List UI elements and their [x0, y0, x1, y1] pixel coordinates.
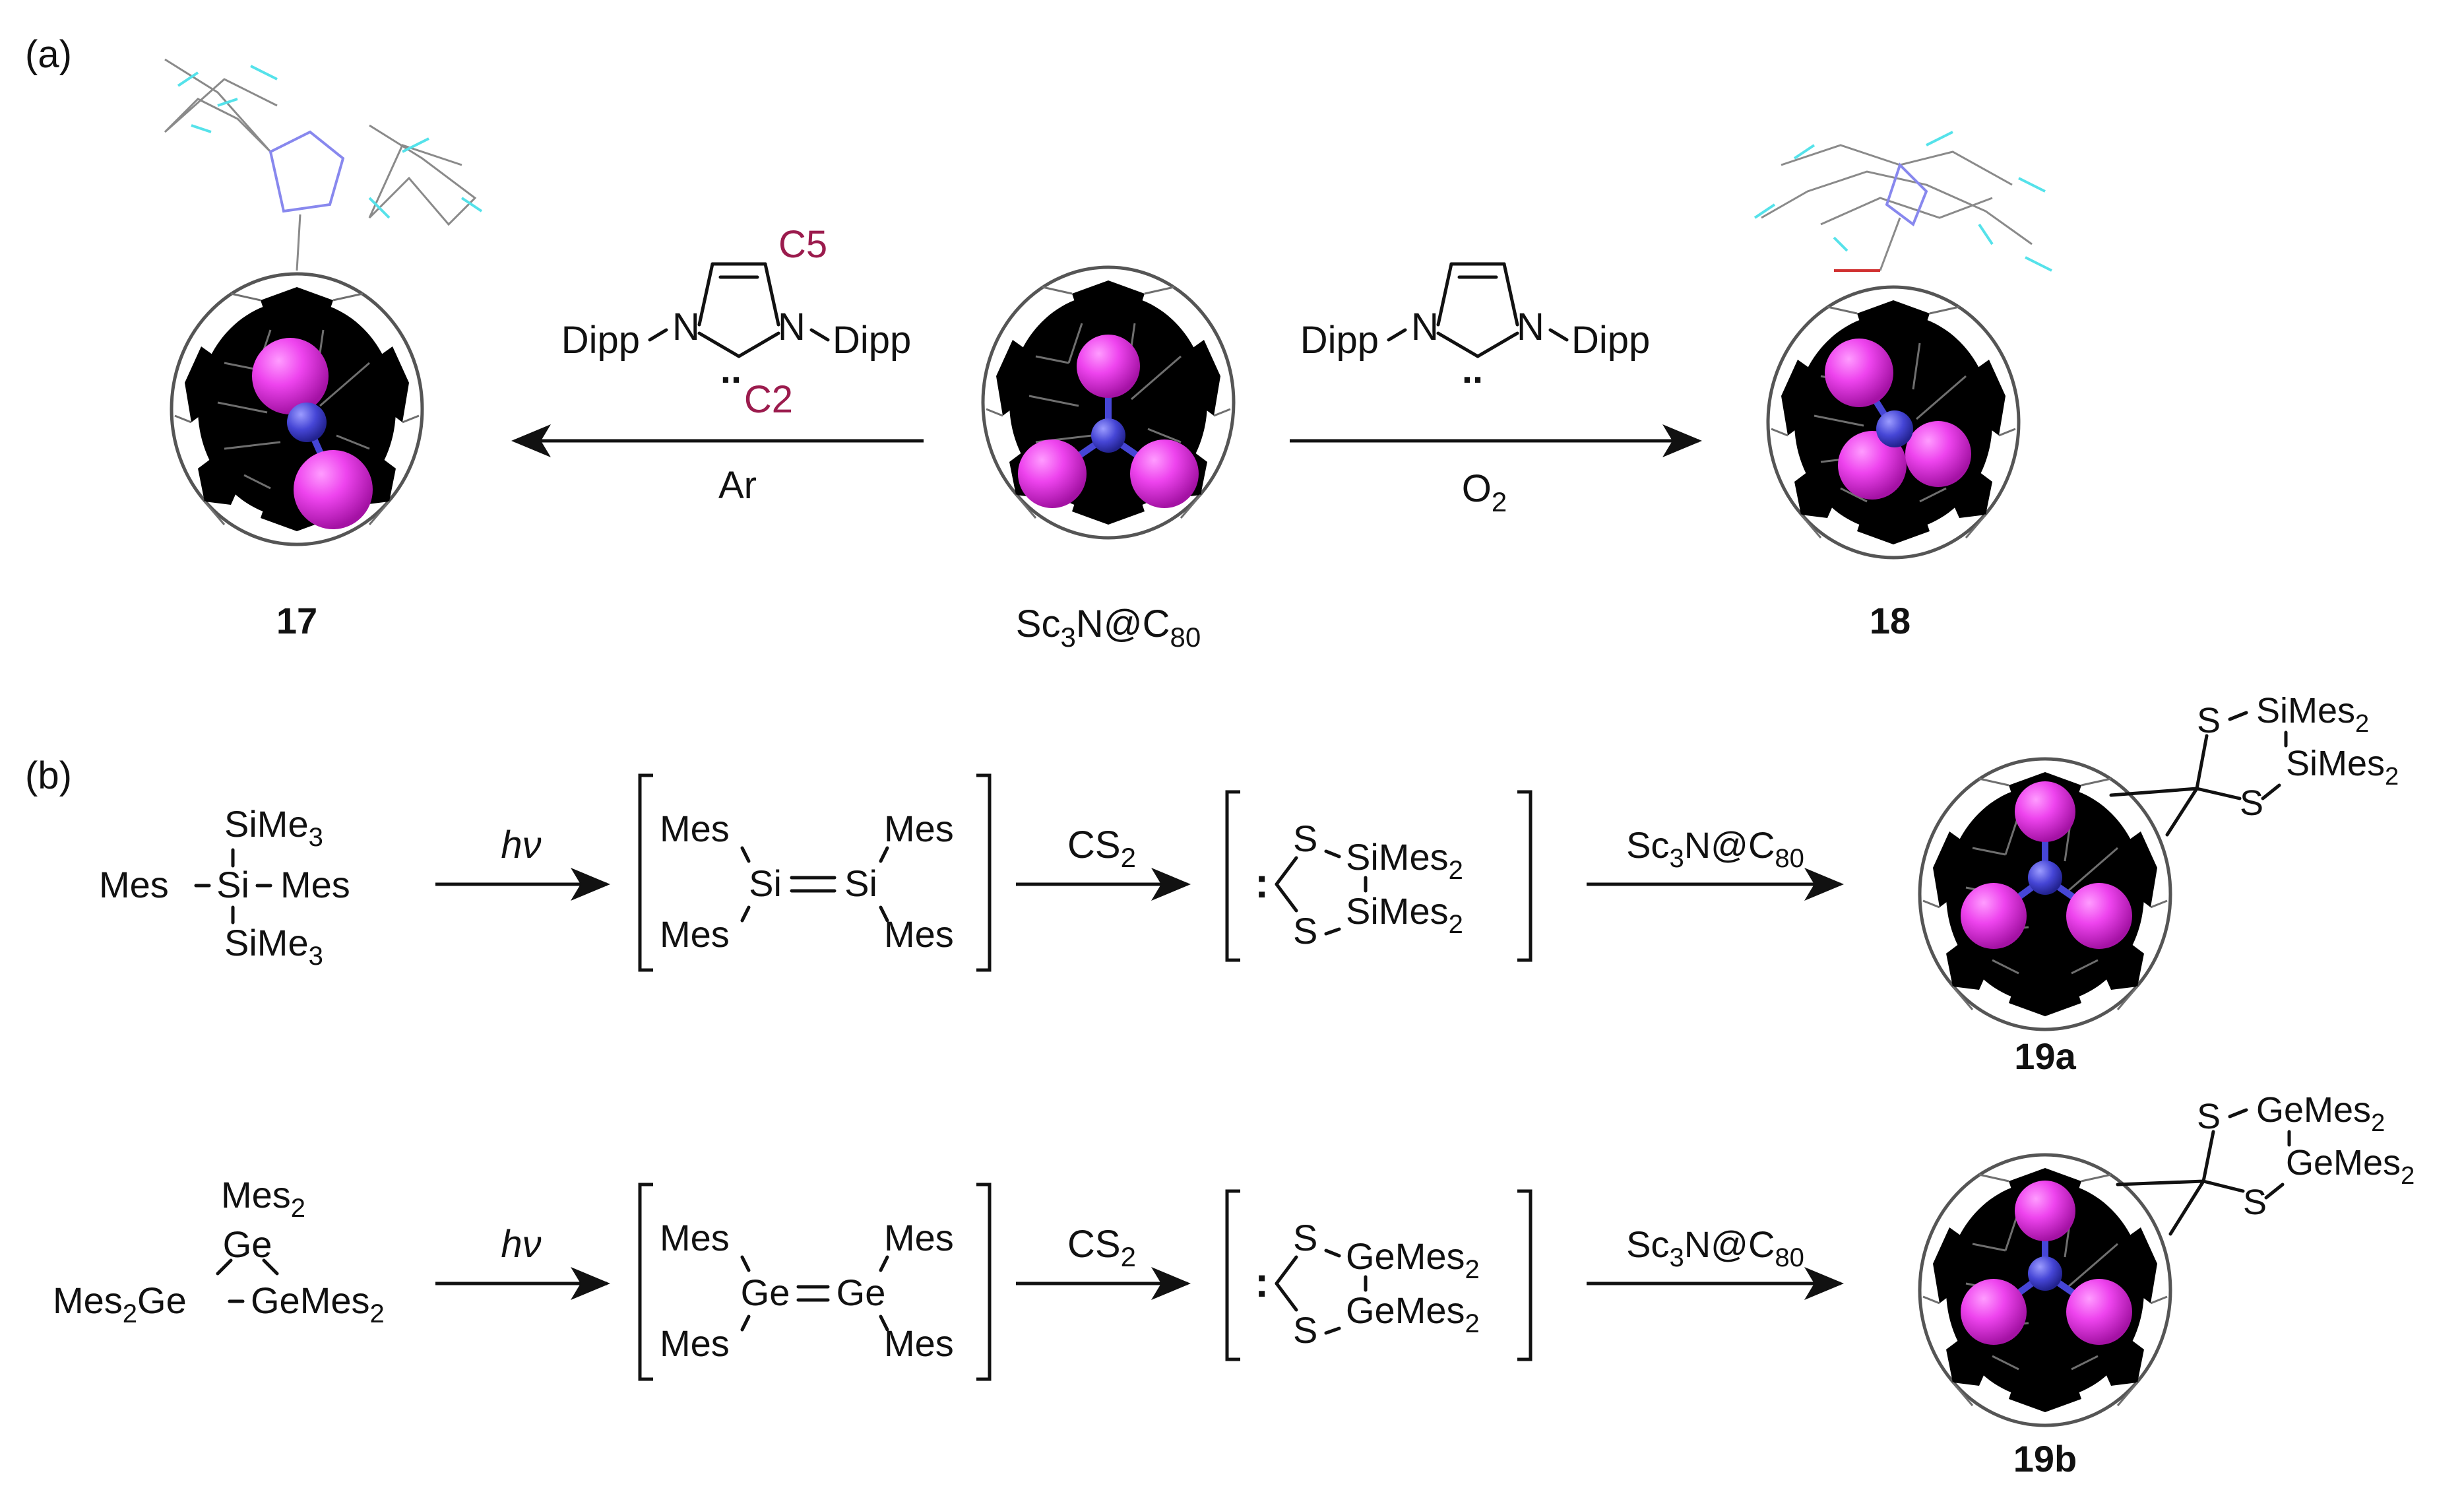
- p19a-group-bottom: SiMes2: [2286, 744, 2399, 791]
- compound-label-18: 18: [1870, 600, 1911, 641]
- left-dipp-2: Dipp: [833, 319, 911, 362]
- r1i1-tl: Mes: [660, 808, 730, 849]
- center-reactant-structure: [983, 267, 1234, 538]
- r2i2-group-bottom: GeMes2: [1346, 1289, 1480, 1338]
- row1-start-bottom: SiMe3: [224, 922, 323, 971]
- r1i2-group-top: SiMes2: [1346, 836, 1463, 885]
- product-19b-structure: [1920, 1130, 2245, 1425]
- r2i1-tr: Mes: [884, 1217, 954, 1258]
- p19a-s-top: S: [2197, 701, 2221, 740]
- right-dipp-2: Dipp: [1571, 319, 1650, 362]
- row1-start-top: SiMe3: [224, 803, 323, 852]
- row2-intermediate-2: : S S GeMes2 GeMes2: [1225, 1189, 1532, 1361]
- row2-step1-label: hν: [501, 1223, 541, 1266]
- p19a-group-top: SiMes2: [2256, 691, 2369, 738]
- right-n-1: N: [1411, 306, 1439, 348]
- row1-step1-label: hν: [501, 824, 541, 866]
- r2i1-br: Mes: [884, 1322, 954, 1364]
- r1i1-br: Mes: [884, 913, 954, 955]
- c2-label: C2: [744, 378, 793, 421]
- r1i1-tr: Mes: [884, 808, 954, 849]
- right-dipp-1: Dipp: [1300, 319, 1379, 362]
- row2-start-right: GeMes2: [251, 1280, 385, 1328]
- left-carbene-dots: ..: [720, 348, 742, 391]
- row2-step3-label: Sc3N@C80: [1626, 1223, 1804, 1272]
- row2-start-center: Ge: [223, 1223, 272, 1265]
- p19a-s-bottom: S: [2240, 783, 2263, 823]
- right-carbene-dots: ..: [1462, 348, 1483, 391]
- r1i1-atom2: Si: [844, 862, 877, 904]
- r2i2-s-top: S: [1293, 1217, 1317, 1258]
- r2i1-atom2: Ge: [837, 1272, 886, 1313]
- right-n-2: N: [1517, 306, 1544, 348]
- left-dipp-1: Dipp: [561, 319, 640, 362]
- compound-label-19b: 19b: [2013, 1438, 2077, 1479]
- r1i2-s-top: S: [1293, 818, 1317, 859]
- p19b-group-top: GeMes2: [2256, 1090, 2385, 1137]
- c5-label: C5: [778, 223, 827, 266]
- row1-start-center: Si: [216, 864, 249, 905]
- panel-a-label: (a): [25, 33, 72, 76]
- product-18-structure: [1753, 131, 2052, 558]
- row1-intermediate-2: : S S SiMes2 SiMes2: [1225, 790, 1532, 962]
- p19b-s-bottom: S: [2243, 1183, 2267, 1222]
- nhc-wireframe-17: [164, 58, 483, 271]
- row2-start-top: Mes2: [221, 1174, 305, 1223]
- compound-label-17: 17: [276, 600, 317, 641]
- product-19a-structure: [1920, 734, 2242, 1029]
- row1-start-material: SiMe3 Mes Si Mes SiMe3: [99, 803, 350, 971]
- nhc-reagent-right: [1387, 262, 1569, 358]
- p19b-group-bottom: GeMes2: [2286, 1143, 2415, 1190]
- nhc-wireframe-18: [1753, 131, 2052, 272]
- r1i1-atom1: Si: [749, 862, 782, 904]
- row2-intermediate-1: Mes Mes Mes Mes Ge Ge: [638, 1183, 992, 1381]
- condition-ar: Ar: [718, 464, 757, 507]
- row1-step3-label: Sc3N@C80: [1626, 824, 1804, 873]
- row1-start-left: Mes: [99, 864, 169, 905]
- left-n-1: N: [672, 306, 700, 348]
- row2-start-material: Mes2 Ge Mes2Ge GeMes2: [53, 1174, 385, 1328]
- product-17-structure: [164, 58, 483, 544]
- r1i2-s-bottom: S: [1293, 910, 1317, 952]
- compound-label-19a: 19a: [2014, 1035, 2076, 1077]
- r1i2-group-bottom: SiMes2: [1346, 890, 1463, 939]
- r2i1-atom1: Ge: [741, 1272, 790, 1313]
- nhc-reagent-left: [648, 262, 830, 358]
- r2i2-group-top: GeMes2: [1346, 1235, 1480, 1284]
- left-n-2: N: [778, 306, 806, 348]
- row1-step2-label: CS2: [1067, 824, 1136, 873]
- panel-b-label: (b): [25, 754, 72, 797]
- r1i2-dots: :: [1255, 859, 1269, 907]
- row1-intermediate-1: Mes Mes Mes Mes Si Si: [638, 773, 992, 972]
- r2i2-dots: :: [1255, 1258, 1269, 1306]
- row1-start-right: Mes: [280, 864, 350, 905]
- r1i1-bl: Mes: [660, 913, 730, 955]
- condition-o2: O2: [1462, 467, 1507, 517]
- r2i2-s-bottom: S: [1293, 1309, 1317, 1351]
- row2-start-left: Mes2Ge: [53, 1280, 187, 1328]
- p19b-s-top: S: [2197, 1097, 2221, 1136]
- center-reactant-label: Sc3N@C80: [1016, 602, 1201, 653]
- row2-step2-label: CS2: [1067, 1223, 1136, 1272]
- r2i1-tl: Mes: [660, 1217, 730, 1258]
- r2i1-bl: Mes: [660, 1322, 730, 1364]
